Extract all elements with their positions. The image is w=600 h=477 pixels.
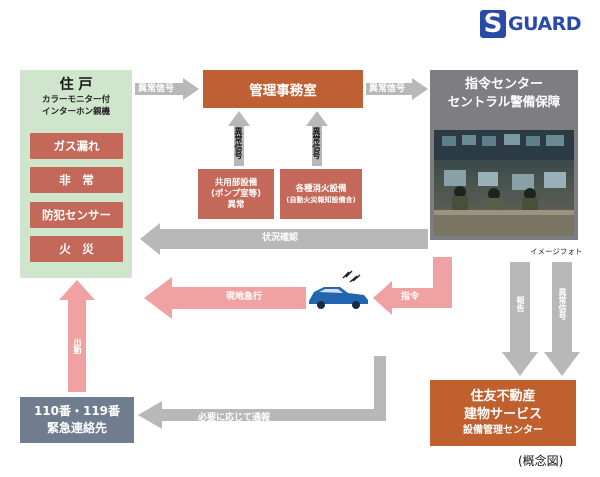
label-report: 報告: [516, 296, 525, 312]
command-center: 指令センター セントラル警備保障: [430, 70, 578, 240]
common-equipment-line3: 異常: [227, 199, 245, 210]
label-command: 指令: [401, 292, 420, 302]
sumitomo-line3: 設備管理センター: [463, 425, 543, 436]
fire-equipment-box: 各種消火設備 (自動火災報知設備含): [280, 169, 362, 219]
item-emergency: 非 常: [30, 167, 123, 193]
label-dispatch: 出動: [73, 338, 82, 354]
common-equipment-line1: 共用部設備: [214, 177, 258, 188]
fire-equipment-line2: (自動火災報知設備含): [286, 195, 356, 204]
common-equipment-box: 共用部設備 (ポンプ室等) 異常: [198, 169, 274, 219]
label-contact-as-needed: 必要に応じて通報: [198, 413, 271, 423]
sumitomo-building-service: 住友不動産 建物サービス 設備管理センター: [430, 380, 576, 446]
photo-caption: イメージフォト: [530, 247, 583, 256]
arrow-common-to-office: [228, 111, 250, 166]
residence-subtitle-1: カラーモニター付: [41, 95, 110, 105]
arrow-contact-as-needed: [138, 356, 386, 429]
label-abnormal-signal-2: 異常信号: [369, 84, 406, 94]
command-center-company: セントラル警備保障: [447, 94, 561, 109]
sumitomo-line1: 住友不動産: [470, 389, 536, 404]
label-abnormal-signal-vertical: 異常信号: [558, 288, 567, 320]
label-abnormal-signal-1: 異常信号: [138, 84, 175, 94]
item-fire: 火 災: [30, 236, 123, 262]
label-dispatch-onsite: 現地急行: [226, 292, 263, 302]
label-abnormal-signal-fire: 異常信号: [312, 127, 321, 159]
emergency-contacts: 110番・119番 緊急連絡先: [20, 397, 134, 443]
management-office: 管理事務室: [203, 70, 363, 108]
arrow-report: [502, 262, 538, 376]
fire-equipment-line1: 各種消火設備: [295, 183, 347, 194]
common-equipment-line2: (ポンプ室等): [210, 188, 261, 199]
arrow-office-to-center: [366, 78, 428, 100]
label-abnormal-signal-common: 異常信号: [234, 127, 243, 159]
item-gas-leak: ガス漏れ: [30, 133, 123, 159]
patrol-car-icon: [309, 270, 368, 309]
arrow-residence-to-office: [135, 78, 199, 100]
arrow-command: [373, 257, 452, 315]
arrow-fire-to-office: [306, 111, 328, 166]
concept-diagram-label: (概念図): [518, 454, 564, 468]
residence-panel: 住 戸 カラーモニター付 インターホン親機 ガス漏れ 非 常 防犯センサー 火 …: [20, 70, 132, 278]
label-status-check: 状況確認: [262, 233, 299, 243]
sumitomo-line2: 建物サービス: [463, 407, 542, 422]
emergency-line1: 110番・119番: [33, 404, 121, 418]
management-office-label: 管理事務室: [249, 83, 317, 99]
logo-mark: S: [480, 10, 506, 38]
arrow-dispatch-onsite: [144, 277, 306, 319]
control-room-photo: [434, 130, 574, 236]
item-security-sensor: 防犯センサー: [30, 202, 123, 228]
arrow-status-check: [140, 223, 428, 255]
command-center-title: 指令センター: [464, 77, 543, 92]
arrow-dispatch: [59, 280, 95, 392]
residence-subtitle-2: インターホン親機: [41, 107, 110, 117]
emergency-line2: 緊急連絡先: [46, 421, 107, 435]
arrow-abnormal-signal-down: [544, 262, 580, 376]
logo-text: GUARD: [508, 13, 582, 35]
residence-title: 住 戸: [59, 77, 93, 93]
sguard-logo: S GUARD: [480, 10, 592, 38]
control-room-image: [434, 130, 574, 236]
